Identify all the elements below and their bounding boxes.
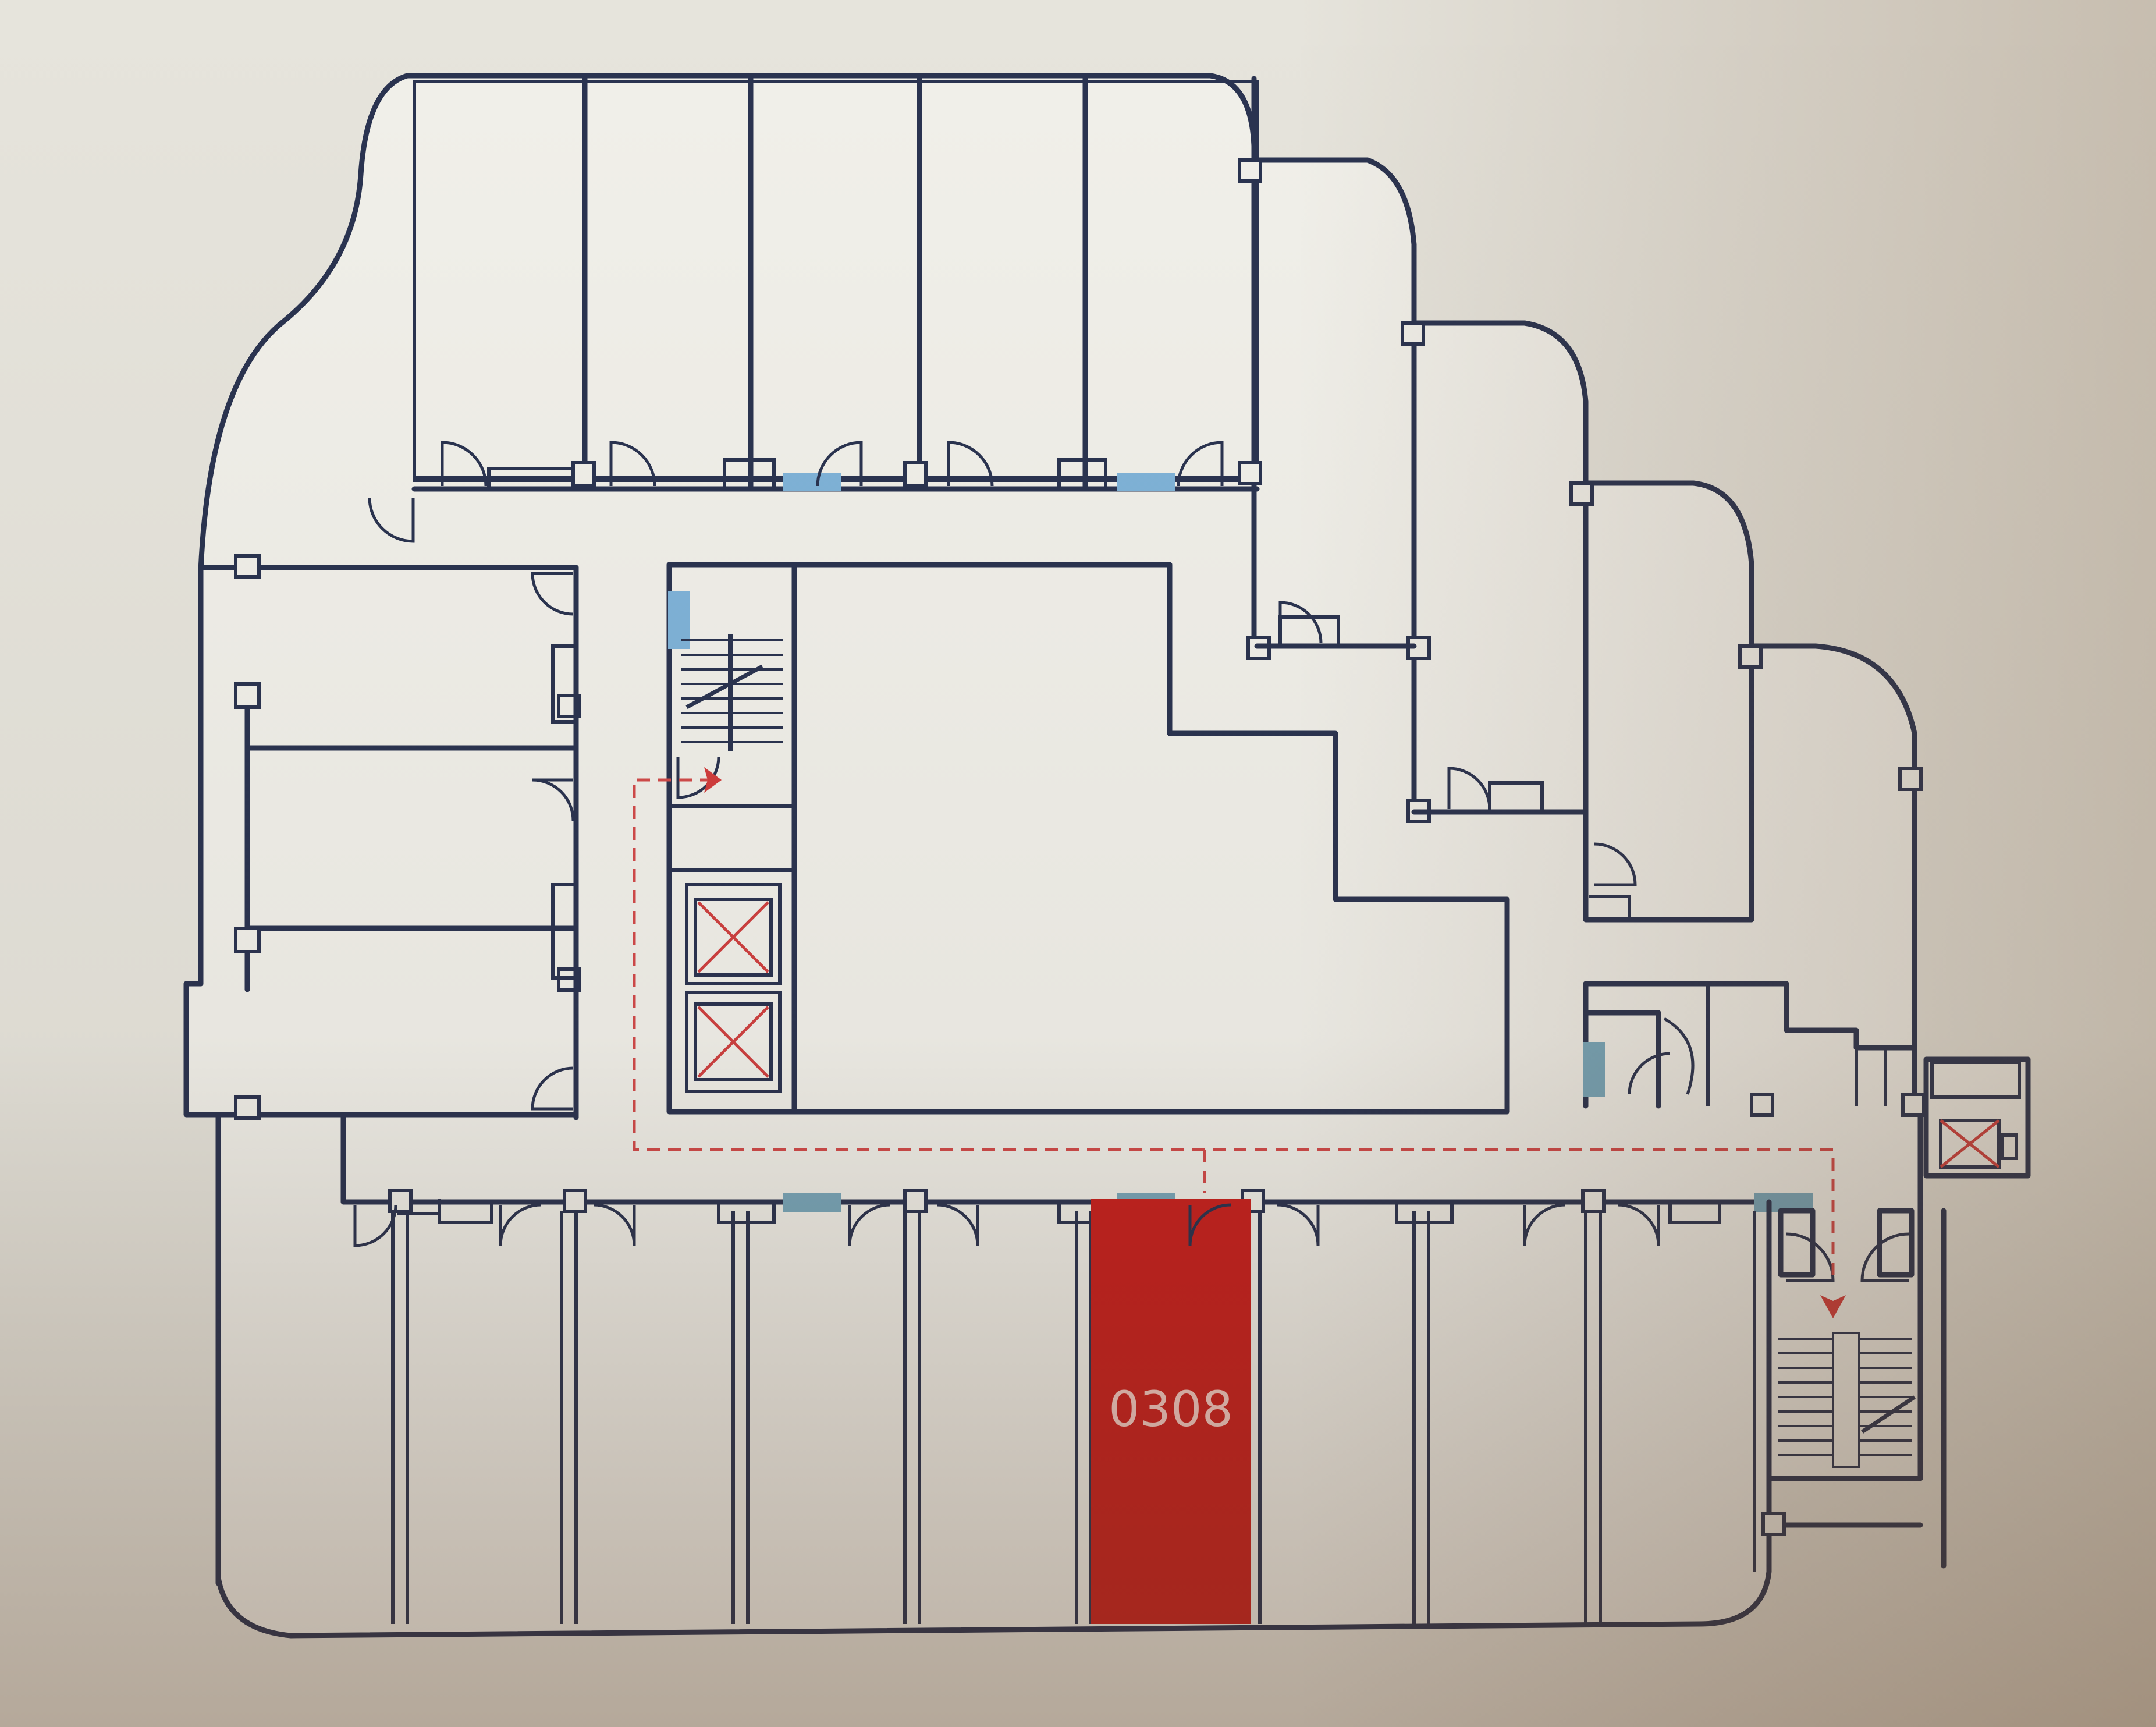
highlighted-unit[interactable]: 0308: [1091, 1199, 1251, 1624]
unit-label-0308: 0308: [1109, 1381, 1233, 1438]
